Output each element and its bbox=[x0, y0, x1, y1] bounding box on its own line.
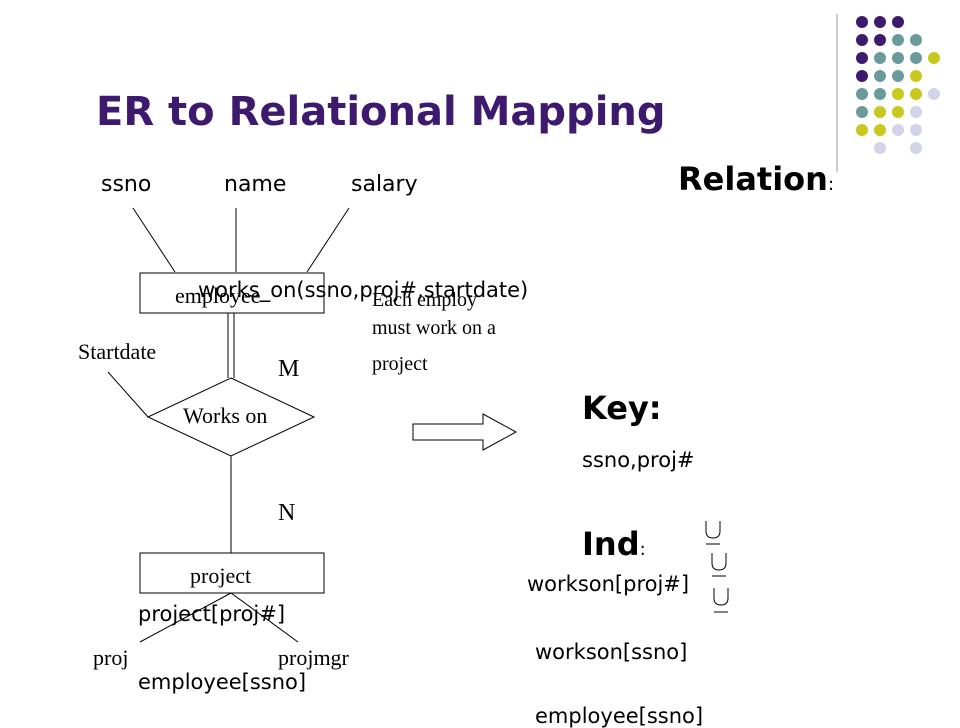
projmgr-attribute-line bbox=[230, 592, 299, 643]
ssno-attribute-label: ssno bbox=[101, 172, 152, 197]
decorative-dot bbox=[892, 16, 904, 28]
decorative-dot bbox=[874, 34, 886, 46]
cardinality-m-label: M bbox=[278, 356, 300, 382]
relation-heading-text: Relation bbox=[678, 160, 828, 198]
note-line-2: must work on a bbox=[372, 317, 496, 339]
projmgr-attribute-label: projmgr bbox=[278, 645, 349, 670]
proj-attribute-line bbox=[139, 592, 232, 643]
decorative-dot bbox=[856, 52, 868, 64]
ind-item-workson-ssno: workson[ssno] bbox=[535, 640, 688, 664]
decorative-dot bbox=[892, 106, 904, 118]
decorative-dot bbox=[892, 70, 904, 82]
decorative-dot bbox=[856, 16, 868, 28]
decorative-dot bbox=[874, 70, 886, 82]
project-entity-box bbox=[139, 552, 325, 594]
decorative-dot bbox=[928, 88, 940, 100]
note-line-1: Each employ bbox=[372, 289, 477, 311]
ind-heading-text: Ind bbox=[582, 525, 640, 563]
ind-heading-colon: : bbox=[639, 539, 646, 560]
decorative-dot bbox=[856, 106, 868, 118]
relation-heading-colon: : bbox=[827, 174, 835, 195]
decorative-dot bbox=[910, 142, 922, 154]
decorative-dot bbox=[874, 52, 886, 64]
decorative-dot bbox=[910, 34, 922, 46]
employee-reference-text: employee[ssno] bbox=[138, 670, 307, 694]
decorative-dot bbox=[874, 124, 886, 136]
ssno-attribute-line bbox=[132, 207, 176, 273]
decorative-dot bbox=[874, 88, 886, 100]
key-heading: Key: bbox=[582, 389, 662, 427]
decorative-dot bbox=[910, 88, 922, 100]
decorative-dot bbox=[856, 34, 868, 46]
project-entity-label: project bbox=[190, 563, 252, 588]
ind-heading: Ind: bbox=[582, 528, 646, 560]
decorative-dot bbox=[910, 106, 922, 118]
decorative-dot bbox=[892, 52, 904, 64]
name-attribute-label: name bbox=[224, 172, 287, 197]
subset-symbol-icons bbox=[705, 521, 729, 613]
relation-heading: Relation: bbox=[678, 163, 834, 195]
proj-attribute-label: proj bbox=[93, 645, 129, 670]
note-line-3: project bbox=[372, 353, 428, 375]
decorative-dot bbox=[874, 142, 886, 154]
key-value: ssno,proj# bbox=[582, 448, 695, 472]
startdate-attribute-line bbox=[107, 371, 149, 418]
ind-item-employee-ssno: employee[ssno] bbox=[535, 704, 704, 728]
cardinality-n-label: N bbox=[278, 500, 296, 526]
decorative-dot bbox=[910, 52, 922, 64]
decorative-dot bbox=[892, 124, 904, 136]
decorative-dot bbox=[892, 34, 904, 46]
decorative-dot bbox=[928, 52, 940, 64]
salary-attribute-line bbox=[306, 207, 350, 273]
decorative-dot bbox=[910, 70, 922, 82]
decorative-dot bbox=[874, 16, 886, 28]
employee-entity-label: employee bbox=[175, 283, 261, 308]
decorative-dot bbox=[892, 88, 904, 100]
ind-item-workson-proj: workson[proj#] bbox=[527, 572, 690, 596]
relation-schema-text: works_on(ssno,proj#,startdate) bbox=[198, 278, 529, 302]
decorative-dot bbox=[910, 124, 922, 136]
page-title: ER to Relational Mapping bbox=[96, 89, 666, 135]
decorative-dot bbox=[856, 88, 868, 100]
works-on-relationship-label: Works on bbox=[183, 403, 268, 428]
decorative-dot bbox=[874, 106, 886, 118]
startdate-attribute-label: Startdate bbox=[78, 339, 157, 364]
decorative-dot bbox=[856, 70, 868, 82]
decorative-dot bbox=[856, 124, 868, 136]
salary-attribute-label: salary bbox=[351, 172, 418, 197]
project-reference-text: project[proj#] bbox=[138, 602, 286, 626]
employee-entity-box bbox=[139, 272, 325, 314]
mapping-arrow-icon bbox=[412, 413, 518, 451]
